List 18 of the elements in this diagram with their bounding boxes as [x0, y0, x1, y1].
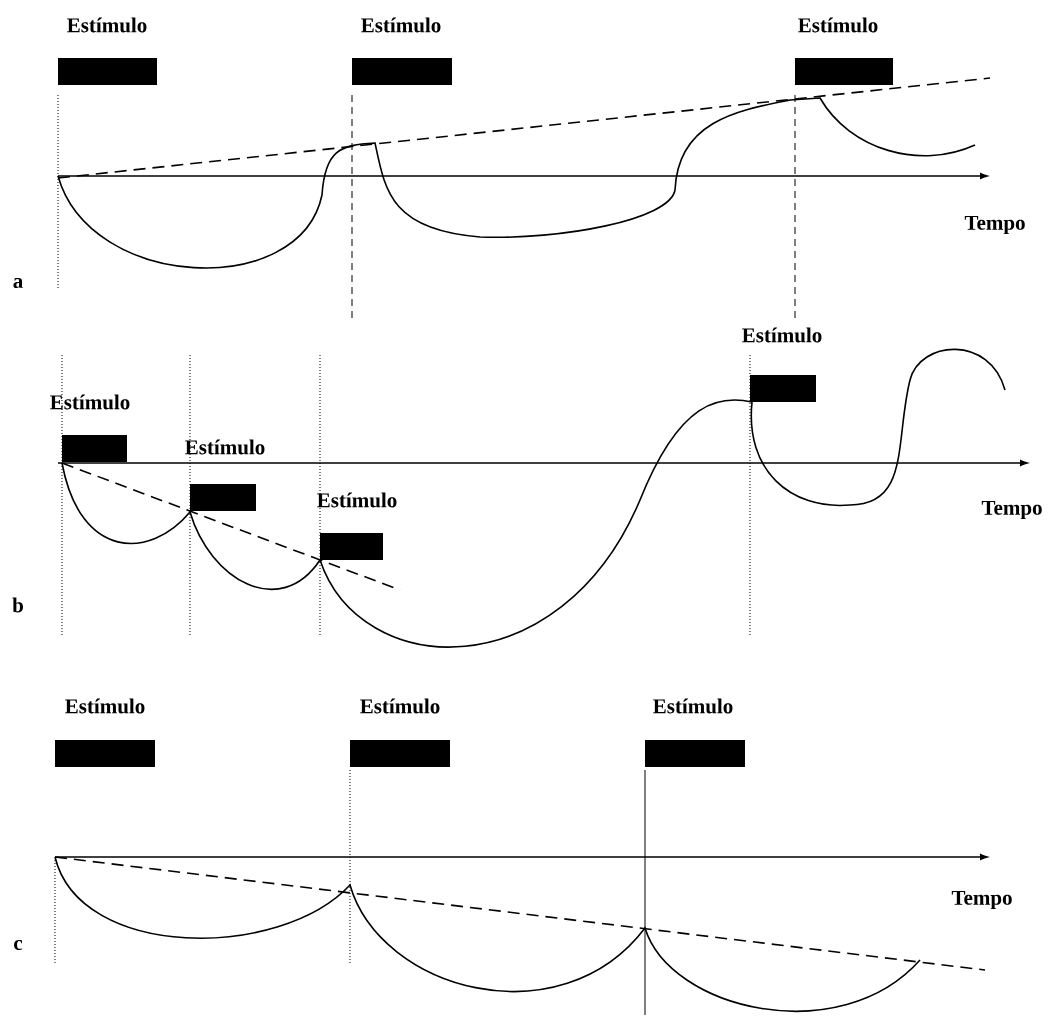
- stimulus-bar: [750, 375, 816, 402]
- stimulus-bar: [58, 58, 157, 85]
- stimulus-bar: [190, 484, 256, 511]
- panel-letter: b: [12, 597, 23, 613]
- stimulus-bar: [350, 740, 450, 767]
- stimulus-bar: [62, 435, 127, 462]
- stimulus-label: Estímulo: [185, 439, 265, 455]
- axis-label: Tempo: [981, 500, 1042, 520]
- panel-letter: a: [13, 278, 23, 289]
- stimulus-bar: [795, 58, 893, 85]
- stimulus-bar: [320, 533, 383, 560]
- stimulus-bar: [352, 58, 452, 85]
- panel-letter: c: [14, 939, 23, 951]
- stimulus-bar: [645, 740, 745, 767]
- axis-label: Tempo: [951, 890, 1012, 910]
- stimulus-label: Estímulo: [317, 492, 397, 508]
- stimulus-bar: [55, 740, 155, 767]
- axis-label: Tempo: [964, 215, 1025, 235]
